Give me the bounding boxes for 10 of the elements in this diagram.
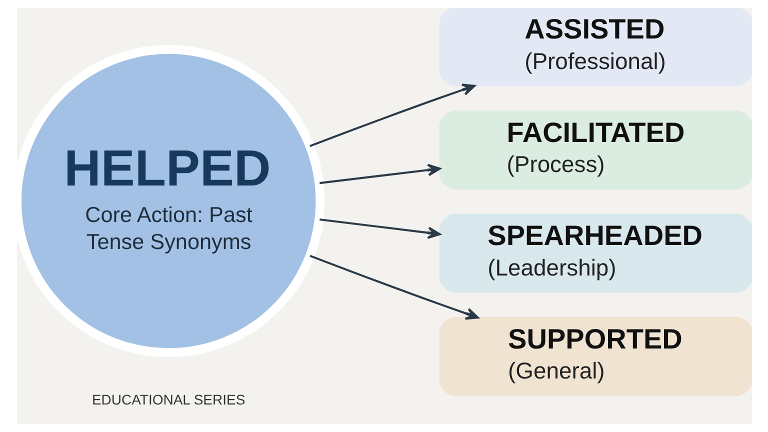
node-box: FACILITATED (Process): [438, 110, 752, 190]
node-box: SPEARHEADED (Leadership): [438, 214, 752, 293]
arrow: [309, 84, 476, 148]
arrow: [319, 164, 440, 184]
arrow: [309, 254, 478, 320]
label: EDUCATIONAL SERIES: [91, 392, 245, 408]
node-circle: HELPED Core Action: Past Tense Synonyms: [16, 44, 324, 358]
arrow: [319, 218, 440, 239]
node-box: SUPPORTED (General): [438, 316, 752, 396]
node-box: ASSISTED (Professional): [438, 8, 752, 86]
